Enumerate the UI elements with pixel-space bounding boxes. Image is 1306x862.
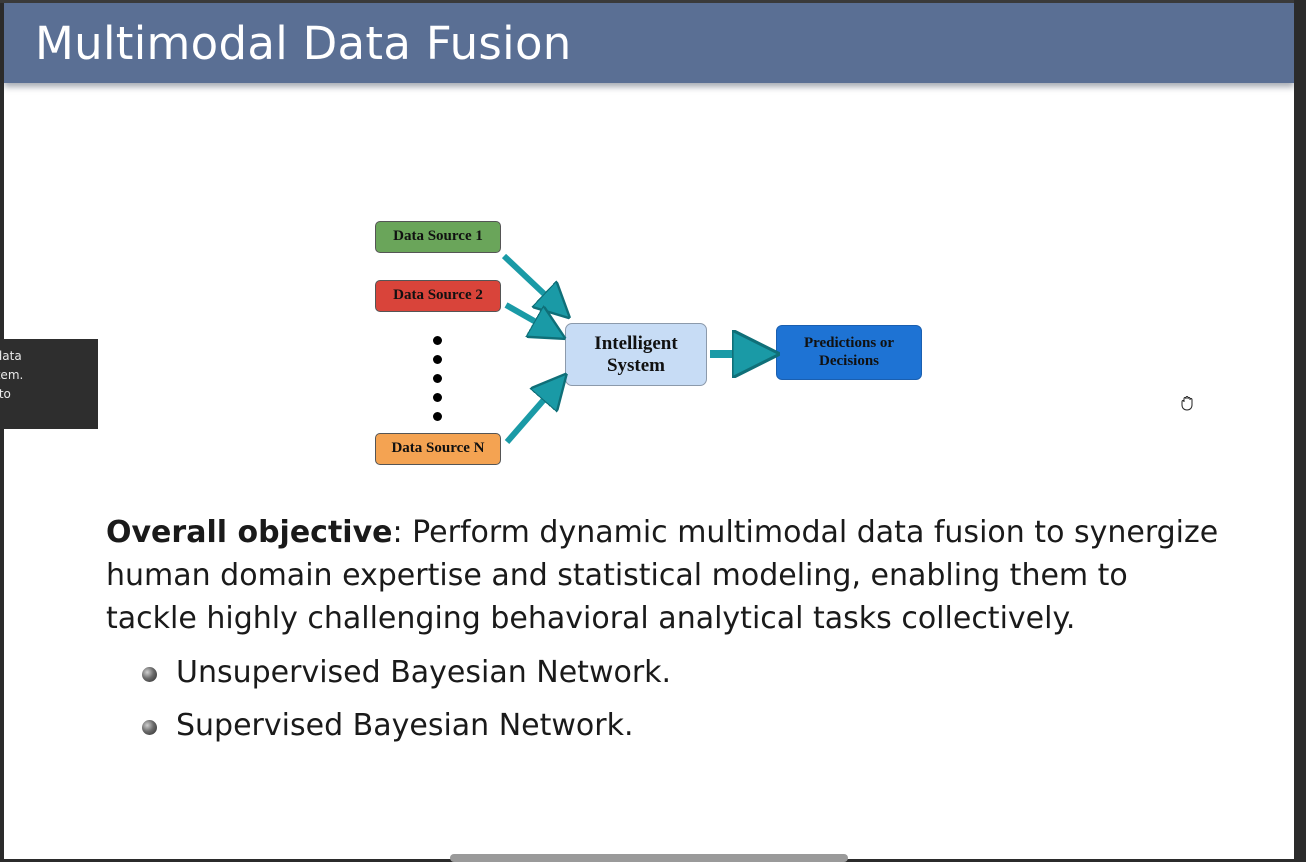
window-left-edge — [0, 0, 4, 859]
bullet-text: Supervised Bayesian Network. — [176, 708, 634, 743]
bullet-list: Unsupervised Bayesian Network. Supervise… — [142, 650, 671, 756]
slide-title: Multimodal Data Fusion — [35, 17, 572, 70]
objective-text: : Perform dynamic multimodal data fusion… — [106, 515, 1219, 636]
list-item: Supervised Bayesian Network. — [142, 703, 671, 756]
presentation-slide: Multimodal Data Fusion Data Source 1 Dat… — [4, 3, 1294, 859]
list-item: Unsupervised Bayesian Network. — [142, 650, 671, 703]
tooltip-line3: ve try to — [0, 387, 11, 401]
ellipsis-dot — [433, 412, 442, 421]
predictions-box: Predictions or Decisions — [776, 325, 922, 380]
tooltip-popup: input data ut system. ve try to — [0, 339, 98, 429]
data-source-1-box: Data Source 1 — [375, 221, 501, 253]
window-right-edge — [1294, 0, 1306, 859]
ellipsis-dot — [433, 393, 442, 402]
window-top-edge — [0, 0, 1306, 3]
slide-title-bar: Multimodal Data Fusion — [4, 3, 1294, 83]
arrow-source1-to-system — [501, 253, 557, 306]
intelligent-system-box: Intelligent System — [565, 323, 707, 386]
data-source-2-box: Data Source 2 — [375, 280, 501, 312]
tooltip-text: input data ut system. ve try to — [0, 347, 98, 404]
tooltip-line2: ut system. — [0, 368, 24, 382]
objective-label: Overall objective — [106, 515, 393, 550]
arrow-sourcen-to-system — [504, 387, 555, 444]
predictions-line2: Decisions — [819, 352, 879, 369]
arrow-source2-to-system — [504, 302, 550, 330]
data-source-n-box: Data Source N — [375, 433, 501, 465]
overall-objective-paragraph: Overall objective: Perform dynamic multi… — [106, 511, 1226, 640]
bullet-text: Unsupervised Bayesian Network. — [176, 655, 672, 690]
ellipsis-dot — [433, 374, 442, 383]
predictions-line1: Predictions or — [803, 335, 895, 352]
bullet-icon — [142, 667, 157, 682]
intelligent-system-line2: System — [606, 354, 666, 376]
bottom-scrollbar[interactable] — [450, 854, 848, 862]
bullet-icon — [142, 720, 157, 735]
ellipsis-dot — [433, 336, 442, 345]
intelligent-system-line1: Intelligent — [594, 332, 678, 354]
ellipsis-dot — [433, 355, 442, 364]
tooltip-line1: input data — [0, 349, 22, 363]
hand-grab-icon — [1181, 396, 1193, 411]
